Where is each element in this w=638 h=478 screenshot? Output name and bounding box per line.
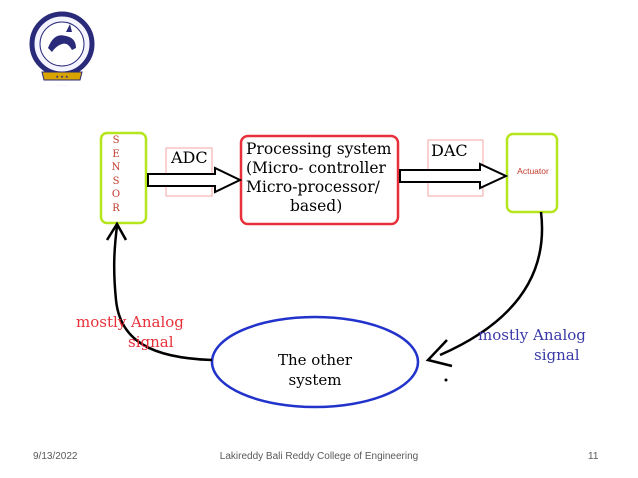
dac-label: DAC <box>431 141 468 160</box>
footer-date: 9/13/2022 <box>33 451 78 462</box>
processing-text: Processing system (Micro- controller Mic… <box>246 140 398 216</box>
arrowhead-to-other <box>425 339 453 368</box>
sensor-label: S E N S O R <box>108 134 124 215</box>
sensor-box <box>99 131 148 225</box>
footer-page-number: 11 <box>588 451 599 462</box>
right-signal-label: mostly Analog signal <box>478 325 586 365</box>
block-arrow-adc <box>147 166 243 194</box>
other-system-line: system <box>288 371 342 389</box>
curve-actuator-to-other <box>439 211 544 357</box>
right-signal-line: signal <box>534 346 580 364</box>
left-signal-line: mostly Analog <box>76 313 184 331</box>
sensor-letter: R <box>112 202 120 214</box>
sensor-letter: S <box>112 135 120 146</box>
processing-line: Micro-processor/ <box>246 178 380 196</box>
sensor-letter: E <box>112 148 120 160</box>
sensor-letter: S <box>112 175 120 187</box>
other-system-line: The other <box>277 351 353 369</box>
actuator-box <box>505 132 559 214</box>
processing-line: (Micro- controller <box>246 159 386 177</box>
other-system-ellipse <box>210 315 420 409</box>
svg-text:★ ★ ★: ★ ★ ★ <box>55 74 69 79</box>
processing-line: based) <box>290 197 343 215</box>
processing-line: Processing system <box>246 140 392 158</box>
actuator-label: Actuator <box>517 166 549 176</box>
left-signal-label: mostly Analog signal <box>76 312 184 352</box>
sensor-letter: O <box>111 189 121 200</box>
footer-college-name: Lakireddy Bali Reddy College of Engineer… <box>219 451 419 462</box>
arrowhead-to-sensor <box>105 221 128 241</box>
sensor-letter: N <box>111 162 121 173</box>
adc-label-box <box>165 147 213 197</box>
right-signal-line: mostly Analog <box>478 326 586 344</box>
curve-other-to-sensor <box>112 225 213 362</box>
svg-text:· · · · · ·: · · · · · · <box>57 83 68 87</box>
college-logo: ★ ★ ★ · · · · · · <box>29 11 95 87</box>
left-signal-line: signal <box>128 333 174 351</box>
other-system-text: The other system <box>262 350 368 390</box>
block-arrow-dac <box>399 162 509 190</box>
adc-label: ADC <box>171 148 208 167</box>
